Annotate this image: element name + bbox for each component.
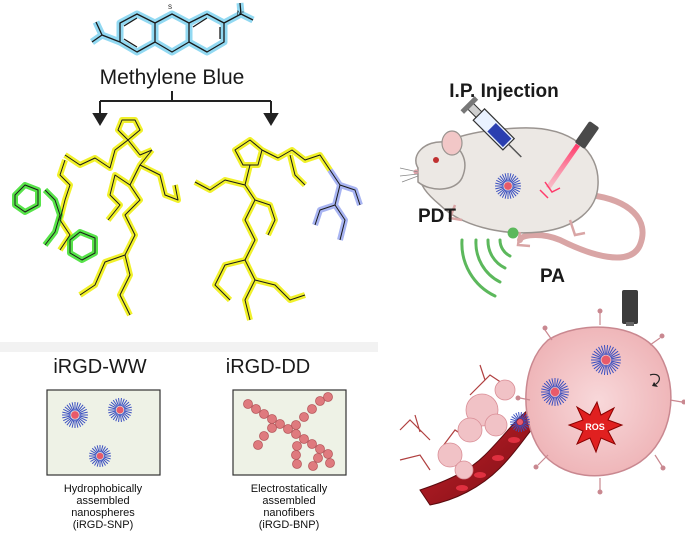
irgd-ww-structure	[12, 117, 181, 317]
nanosphere-icon	[108, 398, 132, 422]
branch-arrows	[92, 91, 279, 126]
mouse-icon	[399, 127, 646, 261]
caption-line: Electrostatically	[251, 483, 328, 495]
pdt-label: PDT	[418, 206, 456, 227]
laser-icon	[622, 290, 660, 387]
peptide-name-irgd-dd: iRGD-DD	[226, 356, 310, 378]
pa-label: PA	[540, 266, 565, 287]
nitrogen-cation-label: N⁺	[237, 10, 245, 17]
tumor-cluster	[437, 379, 516, 480]
caption-line: assembled	[262, 495, 315, 507]
caption-line: (iRGD-BNP)	[259, 519, 320, 531]
nanosphere-group	[510, 345, 621, 432]
nanosphere-icon	[591, 345, 621, 375]
nanosphere-icon	[495, 173, 521, 199]
syringe-icon	[460, 96, 522, 158]
photoacoustic-waves	[460, 227, 519, 298]
nanosphere-icon	[510, 412, 530, 432]
section-divider	[0, 342, 378, 352]
irgd-dd-structure	[193, 137, 363, 321]
injection-label: I.P. Injection	[449, 81, 558, 102]
caption-line: Hydrophobically	[64, 483, 143, 495]
caption-line: assembled	[76, 495, 129, 507]
peptide-name-irgd-ww: iRGD-WW	[53, 356, 146, 378]
nanosphere-icon	[62, 402, 88, 428]
nanosphere-icon	[495, 173, 521, 199]
nanospheres-panel	[46, 389, 161, 476]
ros-burst: ROS	[567, 400, 624, 454]
sulfur-atom-label: S	[168, 5, 172, 11]
nanofibers-panel	[232, 389, 347, 476]
nanofiber-group	[243, 392, 335, 471]
methylene-blue-structure: S N⁺	[89, 2, 255, 56]
nanosphere-icon	[89, 445, 111, 467]
ros-label: ROS	[585, 422, 605, 432]
laser-icon	[539, 121, 599, 199]
nanosphere-icon	[541, 378, 569, 406]
tumor-cell-icon	[515, 308, 685, 495]
caption-line: nanofibers	[263, 507, 315, 519]
nanosphere-group	[62, 398, 132, 467]
caption-line: (iRGD-SNP)	[73, 519, 134, 531]
methylene-blue-label: Methylene Blue	[100, 66, 245, 89]
caption-line: nanospheres	[71, 507, 135, 519]
caption-irgd-bnp: Electrostatically assembled nanofibers (…	[251, 483, 328, 531]
caption-irgd-snp: Hydrophobically assembled nanospheres (i…	[64, 483, 143, 531]
